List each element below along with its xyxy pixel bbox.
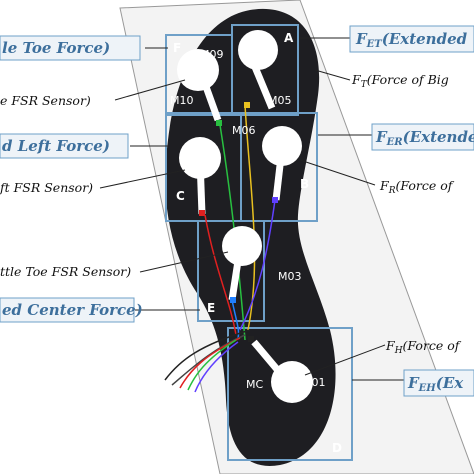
svg-text:FER(Extende: FER(Extende [375, 128, 474, 148]
region-box-e [197, 220, 265, 322]
sensor-center [222, 226, 262, 266]
label-extended-right: FER(Extende [371, 123, 474, 151]
svg-text:FEH(Ex: FEH(Ex [407, 374, 464, 394]
label-middle-toe-fsr: e FSR Sensor) [0, 93, 91, 108]
sensor-code-m03: M03 [278, 270, 302, 283]
region-box-d [227, 327, 353, 461]
region-box-a [231, 24, 299, 116]
label-left-fsr: ft FSR Sensor) [0, 180, 93, 195]
sensor-code-m09: M09 [200, 48, 224, 61]
sensor-pads [177, 30, 313, 403]
svg-text:ed Center Force): ed Center Force) [2, 301, 143, 319]
sensor-code-m-center: M [228, 248, 238, 261]
region-boxes [165, 24, 353, 461]
label-extended-heel: FEH(Ex [403, 369, 474, 397]
region-letter-a: A [284, 31, 294, 45]
sensor-code-m0-heel: MC [246, 378, 263, 391]
sensor-m10 [177, 49, 219, 91]
region-letter-b: B [300, 177, 309, 191]
label-middle-toe-force: le Toe Force) [0, 35, 141, 61]
label-extended-left-force: d Left Force) [0, 133, 129, 159]
sensor-right [262, 126, 302, 166]
label-little-toe-fsr: ttle Toe FSR Sensor) [0, 264, 131, 279]
sensor-code-m05: M05 [268, 94, 292, 107]
sensor-code-m10: M10 [170, 94, 194, 107]
sensor-wiring [164, 104, 276, 393]
label-heel-force: FH(Force of [385, 338, 462, 356]
sensor-code-m06: M06 [232, 124, 256, 137]
sensor-code-m01: M01 [302, 376, 326, 389]
region-letter-d: D [332, 441, 342, 455]
leader-lines [99, 37, 405, 381]
svg-text:d Left Force): d Left Force) [2, 137, 110, 155]
label-extended-top: FET(Extended [349, 25, 474, 53]
sensor-left [179, 137, 221, 179]
region-letter-e: E [207, 301, 215, 315]
region-box-b [240, 112, 318, 222]
svg-text:FET(Extended: FET(Extended [355, 30, 468, 50]
label-big-toe-force: FT(Force of Big [351, 72, 449, 90]
sensor-m05 [238, 30, 278, 70]
label-right-force: FR(Force of [379, 178, 455, 196]
label-extended-center-force: ed Center Force) [0, 297, 143, 323]
region-letter-f: F [173, 41, 181, 55]
region-letter-c: C [176, 189, 185, 203]
svg-text:le Toe Force): le Toe Force) [2, 39, 110, 57]
sensor-heel [271, 361, 313, 403]
